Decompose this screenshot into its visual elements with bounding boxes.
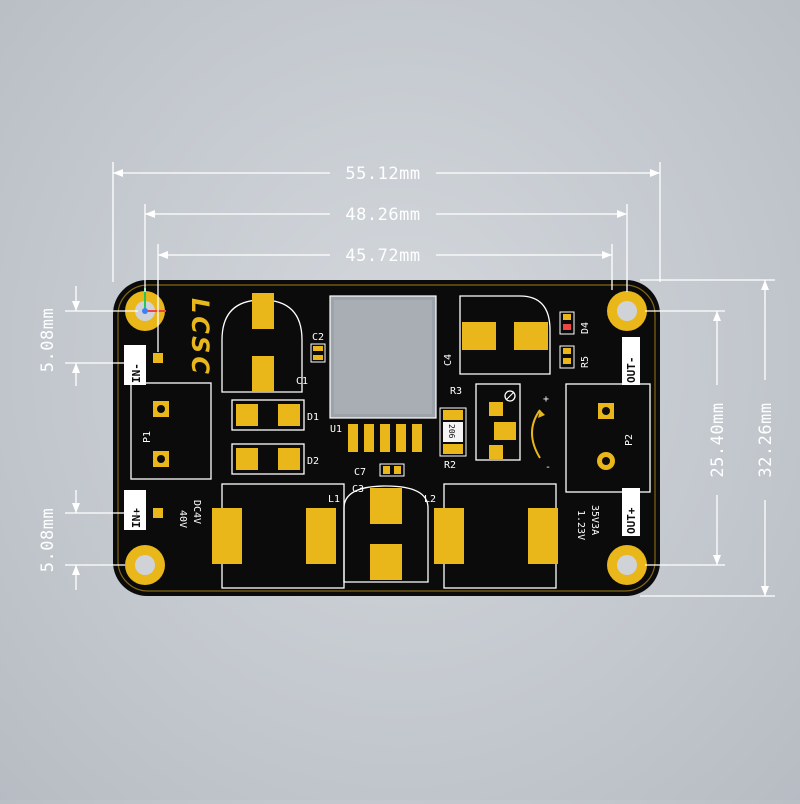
dimension-height-outer: 32.26mm <box>640 279 776 597</box>
inductor-l2: L2 <box>424 483 558 589</box>
dim-text-height-outer: 32.26mm <box>756 402 776 477</box>
label-in-minus: IN- <box>130 363 143 383</box>
terminal-p1: P1 <box>130 382 212 480</box>
capacitor-c1: C1 <box>221 293 308 393</box>
capacitor-c3: C3 <box>343 484 429 583</box>
label-out-minus-tab: OUT- <box>622 337 640 385</box>
label-l1: L1 <box>328 494 340 505</box>
pad-in-minus <box>153 353 163 363</box>
label-d2: D2 <box>307 456 319 467</box>
dimension-hole-spacing-vertical: 25.40mm <box>645 310 728 566</box>
label-in-plus: IN+ <box>130 508 143 528</box>
dimension-hole-spacing-narrow: 45.72mm <box>157 244 613 352</box>
pot-plus: + <box>543 394 549 405</box>
potentiometer-r3: R3 <box>450 383 521 461</box>
label-d4: D4 <box>580 322 591 334</box>
lcsc-logo: LCSC <box>186 298 214 377</box>
label-r5: R5 <box>580 356 591 368</box>
dim-text-terminal-pitch-bottom: 5.08mm <box>38 508 58 572</box>
label-out-plus-tab: OUT+ <box>622 488 640 536</box>
dim-text-hole-spacing-vertical: 25.40mm <box>708 402 728 477</box>
pot-minus: - <box>545 462 551 473</box>
mounting-hole-top-right <box>607 291 647 331</box>
label-in-minus-tab: IN- <box>124 345 146 385</box>
diode-d2: D2 <box>231 443 319 475</box>
capacitor-c4: C4 <box>443 295 551 375</box>
label-out-plus: OUT+ <box>625 507 638 534</box>
pot-value-text: 206 <box>447 424 456 439</box>
capacitor-c2: C2 <box>310 332 326 363</box>
label-c2: C2 <box>312 332 324 343</box>
dim-text-hole-spacing-wide: 48.26mm <box>345 205 420 225</box>
mounting-hole-bottom-right <box>607 545 647 585</box>
dim-text-width-outer: 55.12mm <box>345 164 420 184</box>
resistor-r5: R5 <box>559 345 591 369</box>
label-c4: C4 <box>443 354 454 366</box>
dim-text-hole-spacing-narrow: 45.72mm <box>345 246 420 266</box>
adjust-arrow-icon: + - <box>531 394 551 473</box>
label-p1: P1 <box>142 431 153 443</box>
dimension-hole-spacing-wide: 48.26mm <box>144 204 628 292</box>
diode-d1: D1 <box>231 399 319 431</box>
inductor-l1: L1 <box>212 483 345 589</box>
mounting-hole-bottom-left <box>125 545 165 585</box>
output-spec-line2: 35V3A <box>589 505 600 535</box>
dimension-width-outer: 55.12mm <box>112 162 661 282</box>
label-l2: L2 <box>424 494 436 505</box>
dimension-terminal-pitch-bottom: 5.08mm <box>38 490 138 590</box>
pad-in-plus <box>153 508 163 518</box>
label-c3: C3 <box>352 484 364 495</box>
input-spec-line1: DC4V <box>191 500 202 524</box>
dimension-terminal-pitch-top: 5.08mm <box>38 286 138 386</box>
capacitor-c7: C7 <box>354 463 405 478</box>
board-edge-outline <box>117 284 656 592</box>
label-r3: R3 <box>450 386 462 397</box>
label-c7: C7 <box>354 467 366 478</box>
terminal-p2: P2 <box>565 383 651 493</box>
led-d4: D4 <box>559 311 591 335</box>
label-c1: C1 <box>296 376 308 387</box>
mounting-holes <box>125 291 647 585</box>
label-in-plus-tab: IN+ <box>124 490 146 530</box>
logo-text: LCSC <box>186 298 214 377</box>
input-spec-line2: 40V <box>177 510 188 528</box>
label-d1: D1 <box>307 412 319 423</box>
label-p2: P2 <box>624 434 635 446</box>
dim-text-terminal-pitch-top: 5.08mm <box>38 308 58 372</box>
label-r2: R2 <box>444 460 456 471</box>
regulator-u1: U1 <box>329 295 437 452</box>
output-spec-line1: 1.23V <box>575 510 586 540</box>
label-u1: U1 <box>330 424 342 435</box>
label-out-minus: OUT- <box>625 357 638 384</box>
resistor-r2: 206 R2 <box>439 407 467 471</box>
